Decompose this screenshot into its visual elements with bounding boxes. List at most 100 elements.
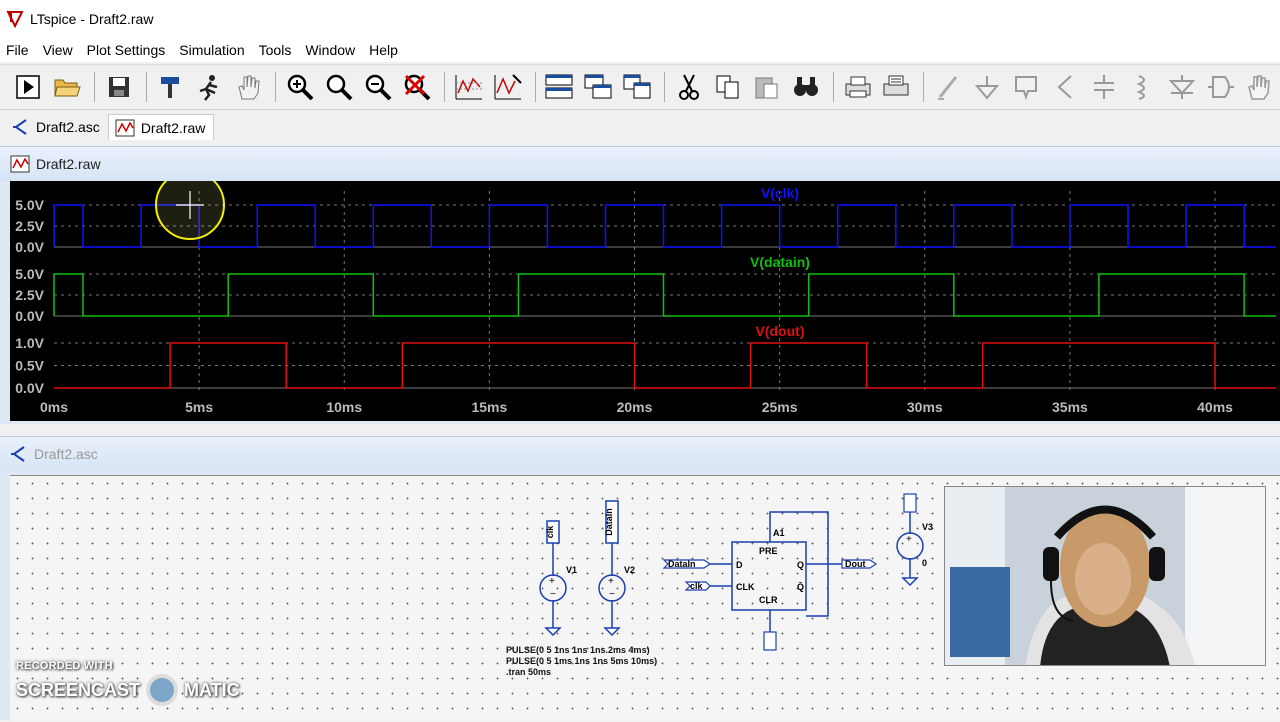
paste-icon[interactable] <box>749 69 785 105</box>
tab-draft2-asc[interactable]: Draft2.asc <box>6 114 108 140</box>
save-icon[interactable] <box>101 69 137 105</box>
tile-vertical-icon[interactable] <box>619 69 655 105</box>
toolbar <box>0 64 1280 110</box>
crosshair-cursor-icon <box>176 191 204 219</box>
inductor-icon[interactable] <box>1125 69 1161 105</box>
source-v1[interactable]: clk + − V1 <box>539 520 577 637</box>
x-tick-label: 20ms <box>617 399 653 415</box>
toolbar-separator <box>923 72 925 102</box>
menu-tools[interactable]: Tools <box>258 42 292 58</box>
y-tick-label: 5.0V <box>15 197 44 213</box>
schematic-drawing[interactable]: clk + − V1 DataIn + − V2 <box>10 476 1280 722</box>
waveform-icon <box>10 155 30 173</box>
menu-file[interactable]: File <box>6 42 29 58</box>
pan-hand-icon[interactable] <box>230 69 266 105</box>
zoom-out-icon[interactable] <box>360 69 396 105</box>
svg-text:−: − <box>550 589 556 600</box>
toolbar-separator <box>534 72 536 102</box>
schematic-window-titlebar[interactable]: Draft2.asc <box>0 437 1280 471</box>
zoom-in-icon[interactable] <box>282 69 318 105</box>
menu-window[interactable]: Window <box>305 42 356 58</box>
toolbar-separator <box>443 72 445 102</box>
wire-icon[interactable] <box>930 69 966 105</box>
trace-vdout <box>54 342 1276 389</box>
trace-vdatain <box>53 273 1276 317</box>
cancel-zoom-icon[interactable] <box>399 69 435 105</box>
component-icon[interactable] <box>1203 69 1239 105</box>
net-label-datain: DataIn <box>604 508 614 536</box>
print-icon[interactable] <box>840 69 876 105</box>
y-tick-label: 0.0V <box>15 380 44 396</box>
resistor-icon[interactable] <box>1047 69 1083 105</box>
hammer-icon[interactable] <box>153 69 189 105</box>
menu-simulation[interactable]: Simulation <box>179 42 245 58</box>
directive-v2-pulse[interactable]: PULSE(0 5 1ms 1ns 1ns 5ms 10ms) <box>506 656 657 666</box>
y-tick-label: 0.5V <box>15 358 44 374</box>
tile-horizontal-icon[interactable] <box>542 69 578 105</box>
y-tick-label: 2.5V <box>15 287 44 303</box>
toolbar-separator <box>93 72 95 102</box>
tab-label: Draft2.asc <box>36 119 100 135</box>
x-tick-label: 0ms <box>40 399 68 415</box>
ground-icon[interactable] <box>969 69 1005 105</box>
x-tick-label: 25ms <box>762 399 798 415</box>
autorange-icon[interactable] <box>451 69 487 105</box>
schematic-icon <box>11 446 25 462</box>
diode-icon[interactable] <box>1164 69 1200 105</box>
halt-icon[interactable] <box>192 69 228 105</box>
y-tick-label: 2.5V <box>15 218 44 234</box>
screencast-watermark: RECORDED WITH SCREENCAST MATIC <box>16 660 240 706</box>
svg-text:Q̄: Q̄ <box>797 582 804 592</box>
webcam-overlay <box>944 486 1266 666</box>
svg-text:PRE: PRE <box>759 546 778 556</box>
copy-icon[interactable] <box>710 69 746 105</box>
cascade-icon[interactable] <box>580 69 616 105</box>
menu-help[interactable]: Help <box>369 42 398 58</box>
run-icon[interactable] <box>10 69 46 105</box>
y-tick-label: 0.0V <box>15 239 44 255</box>
title-bar: LTspice - Draft2.raw <box>0 0 1280 38</box>
menu-view[interactable]: View <box>42 42 73 58</box>
menu-bar: File View Plot Settings Simulation Tools… <box>0 38 1280 62</box>
directive-tran[interactable]: .tran 50ms <box>506 667 551 677</box>
print-preview-icon[interactable] <box>879 69 915 105</box>
svg-text:CLR: CLR <box>759 595 778 605</box>
zoom-fit-icon[interactable] <box>321 69 357 105</box>
trace-label: V(clk) <box>761 185 799 201</box>
toolbar-separator <box>664 72 666 102</box>
plot-settings-icon[interactable] <box>490 69 526 105</box>
find-icon[interactable] <box>788 69 824 105</box>
svg-text:Q: Q <box>797 560 804 570</box>
svg-text:−: − <box>609 589 615 600</box>
schematic-icon <box>13 119 27 135</box>
svg-text:Dout: Dout <box>845 559 866 569</box>
menu-plot-settings[interactable]: Plot Settings <box>86 42 166 58</box>
label-icon[interactable] <box>1008 69 1044 105</box>
schematic-window-title: Draft2.asc <box>34 446 98 462</box>
capacitor-icon[interactable] <box>1086 69 1122 105</box>
svg-text:DataIn: DataIn <box>668 559 696 569</box>
trace-vclk <box>53 204 1276 248</box>
directive-v1-pulse[interactable]: PULSE(0 5 1ns 1ns 1ns.2ms 4ms) <box>506 645 650 655</box>
trace-label: V(dout) <box>756 323 805 339</box>
source-v2[interactable]: DataIn + − V2 <box>598 500 635 637</box>
flip-flop-a1[interactable]: A1 PRE CLR D CLK Q Q̄ DataIn clk Dout <box>662 511 878 651</box>
svg-text:+: + <box>906 534 912 545</box>
open-icon[interactable] <box>49 69 85 105</box>
label-v1: V1 <box>566 565 577 575</box>
cut-icon[interactable] <box>671 69 707 105</box>
svg-text:D: D <box>736 560 743 570</box>
window-title: LTspice - Draft2.raw <box>30 11 154 27</box>
tab-label: Draft2.raw <box>140 119 206 136</box>
watermark-line1: RECORDED WITH <box>16 660 113 672</box>
label-v3-value: 0 <box>922 558 927 568</box>
move-hand-icon[interactable] <box>1241 69 1277 105</box>
source-v3[interactable]: + V3 0 <box>896 493 933 587</box>
net-label-clk: clk <box>545 525 555 539</box>
tab-draft2-raw[interactable]: Draft2.raw <box>107 114 215 140</box>
waveform-window-titlebar[interactable]: Draft2.raw <box>0 147 1280 181</box>
y-tick-label: 0.0V <box>15 308 44 324</box>
